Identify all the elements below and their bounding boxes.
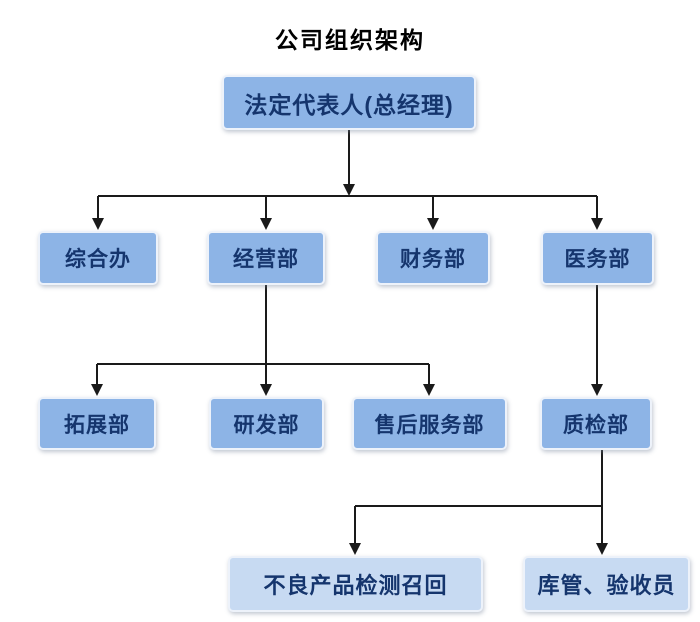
node-expansion-dept: 拓展部 xyxy=(38,397,156,450)
node-finance-dept: 财务部 xyxy=(376,231,490,285)
node-quality-inspection-dept: 质检部 xyxy=(540,397,652,450)
node-legal-representative: 法定代表人(总经理) xyxy=(222,75,476,130)
node-general-office: 综合办 xyxy=(38,231,158,285)
page-title: 公司组织架构 xyxy=(275,27,425,53)
node-medical-dept: 医务部 xyxy=(541,231,654,285)
node-warehouse-inspector: 库管、验收员 xyxy=(523,556,690,612)
node-business-dept: 经营部 xyxy=(207,231,325,285)
node-after-sales-dept: 售后服务部 xyxy=(352,397,507,450)
node-defective-product-recall: 不良产品检测召回 xyxy=(228,556,483,612)
node-rnd-dept: 研发部 xyxy=(209,397,324,450)
